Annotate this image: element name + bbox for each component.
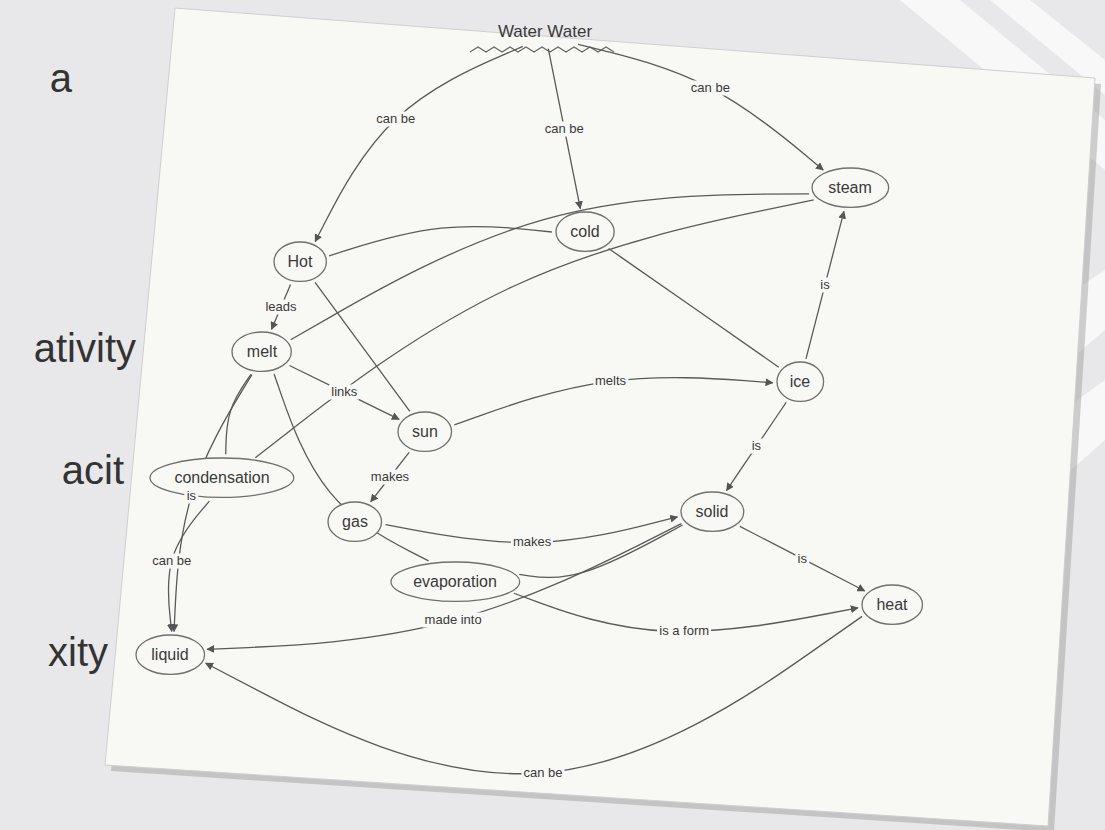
oval-shape <box>274 242 326 281</box>
slide-text: xity <box>48 630 108 674</box>
concept-link <box>291 194 809 340</box>
link-word: can be <box>522 765 565 780</box>
node-content: condensation <box>174 469 269 487</box>
node-content: cold <box>570 223 599 241</box>
link-word: links <box>329 385 359 400</box>
concept-oval: evaporation <box>390 561 521 602</box>
link-word: is <box>185 489 198 504</box>
link-word: can be <box>543 121 586 136</box>
slide-text: a <box>50 56 72 100</box>
node-content: gas <box>342 513 368 531</box>
concept-oval: steam <box>811 167 890 208</box>
concept-word: cold <box>570 223 599 241</box>
concept-word: ice <box>790 373 810 391</box>
concept-link <box>274 374 429 561</box>
concept-oval: condensation <box>149 457 295 498</box>
oval-shape <box>777 362 824 401</box>
concept-link <box>226 374 251 454</box>
concept-word: heat <box>876 596 907 614</box>
link-word: can be <box>374 112 417 127</box>
concept-word: gas <box>342 513 368 531</box>
concept-word: liquid <box>151 646 188 664</box>
node-content: ice <box>790 373 810 391</box>
concept-link <box>727 402 787 490</box>
node-content: liquid <box>151 646 188 664</box>
link-word: made into <box>423 613 484 628</box>
oval-shape <box>150 458 294 497</box>
node-content: sun <box>412 423 438 441</box>
concept-oval: sun <box>397 411 453 452</box>
concept-link <box>206 616 862 773</box>
node-content: evaporation <box>413 573 497 591</box>
concept-word: Water Water <box>498 22 592 42</box>
oval-shape <box>136 635 205 674</box>
concept-link <box>519 525 682 578</box>
concept-oval: ice <box>776 361 825 402</box>
concept-link <box>329 226 552 255</box>
concept-word: steam <box>828 179 872 197</box>
concept-word: Hot <box>288 253 313 271</box>
concept-oval: gas <box>327 501 383 542</box>
concept-link <box>740 526 865 591</box>
concept-oval: heat <box>861 584 923 625</box>
link-word: is <box>750 439 763 454</box>
concept-word: solid <box>696 503 729 521</box>
concept-oval: melt <box>231 331 292 372</box>
concept-oval: cold <box>555 211 615 252</box>
link-word: is a form <box>657 624 711 639</box>
concept-oval: Hot <box>273 241 327 282</box>
concept-word: melt <box>247 343 277 361</box>
concept-link <box>174 375 252 632</box>
slide-text: ativity <box>34 326 136 370</box>
link-word: is <box>818 278 831 293</box>
oval-shape <box>232 332 291 371</box>
node-content: Hot <box>288 253 313 271</box>
title-node: Water Water <box>492 18 598 46</box>
node-content: Water Water <box>498 22 592 42</box>
oval-shape <box>391 562 520 601</box>
concept-link <box>315 46 523 241</box>
oval-shape <box>328 502 382 541</box>
concept-word: evaporation <box>413 573 497 591</box>
oval-shape <box>681 492 744 531</box>
link-word: makes <box>511 535 553 550</box>
concept-oval: liquid <box>135 634 206 675</box>
paper-sheet <box>105 8 1095 826</box>
link-word: can be <box>689 81 732 96</box>
concept-link <box>578 44 823 170</box>
node-content: heat <box>876 596 907 614</box>
node-content: melt <box>247 343 277 361</box>
oval-shape <box>556 212 614 251</box>
concept-word: sun <box>412 423 438 441</box>
oval-shape <box>812 168 889 207</box>
link-word: leads <box>263 299 298 314</box>
node-content: solid <box>696 503 729 521</box>
slide-text: acit <box>62 448 124 492</box>
concept-word: condensation <box>174 469 269 487</box>
link-word: can be <box>150 553 193 568</box>
concept-link <box>315 282 410 411</box>
link-word: is <box>796 551 809 566</box>
concept-oval: solid <box>680 491 745 532</box>
concept-link <box>207 524 681 650</box>
node-content: steam <box>828 179 872 197</box>
concept-link <box>609 248 779 367</box>
link-word: makes <box>369 470 411 485</box>
oval-shape <box>862 585 922 624</box>
concept-link <box>255 200 813 458</box>
link-word: melts <box>593 374 628 389</box>
oval-shape <box>398 412 452 451</box>
concept-link <box>806 211 844 358</box>
